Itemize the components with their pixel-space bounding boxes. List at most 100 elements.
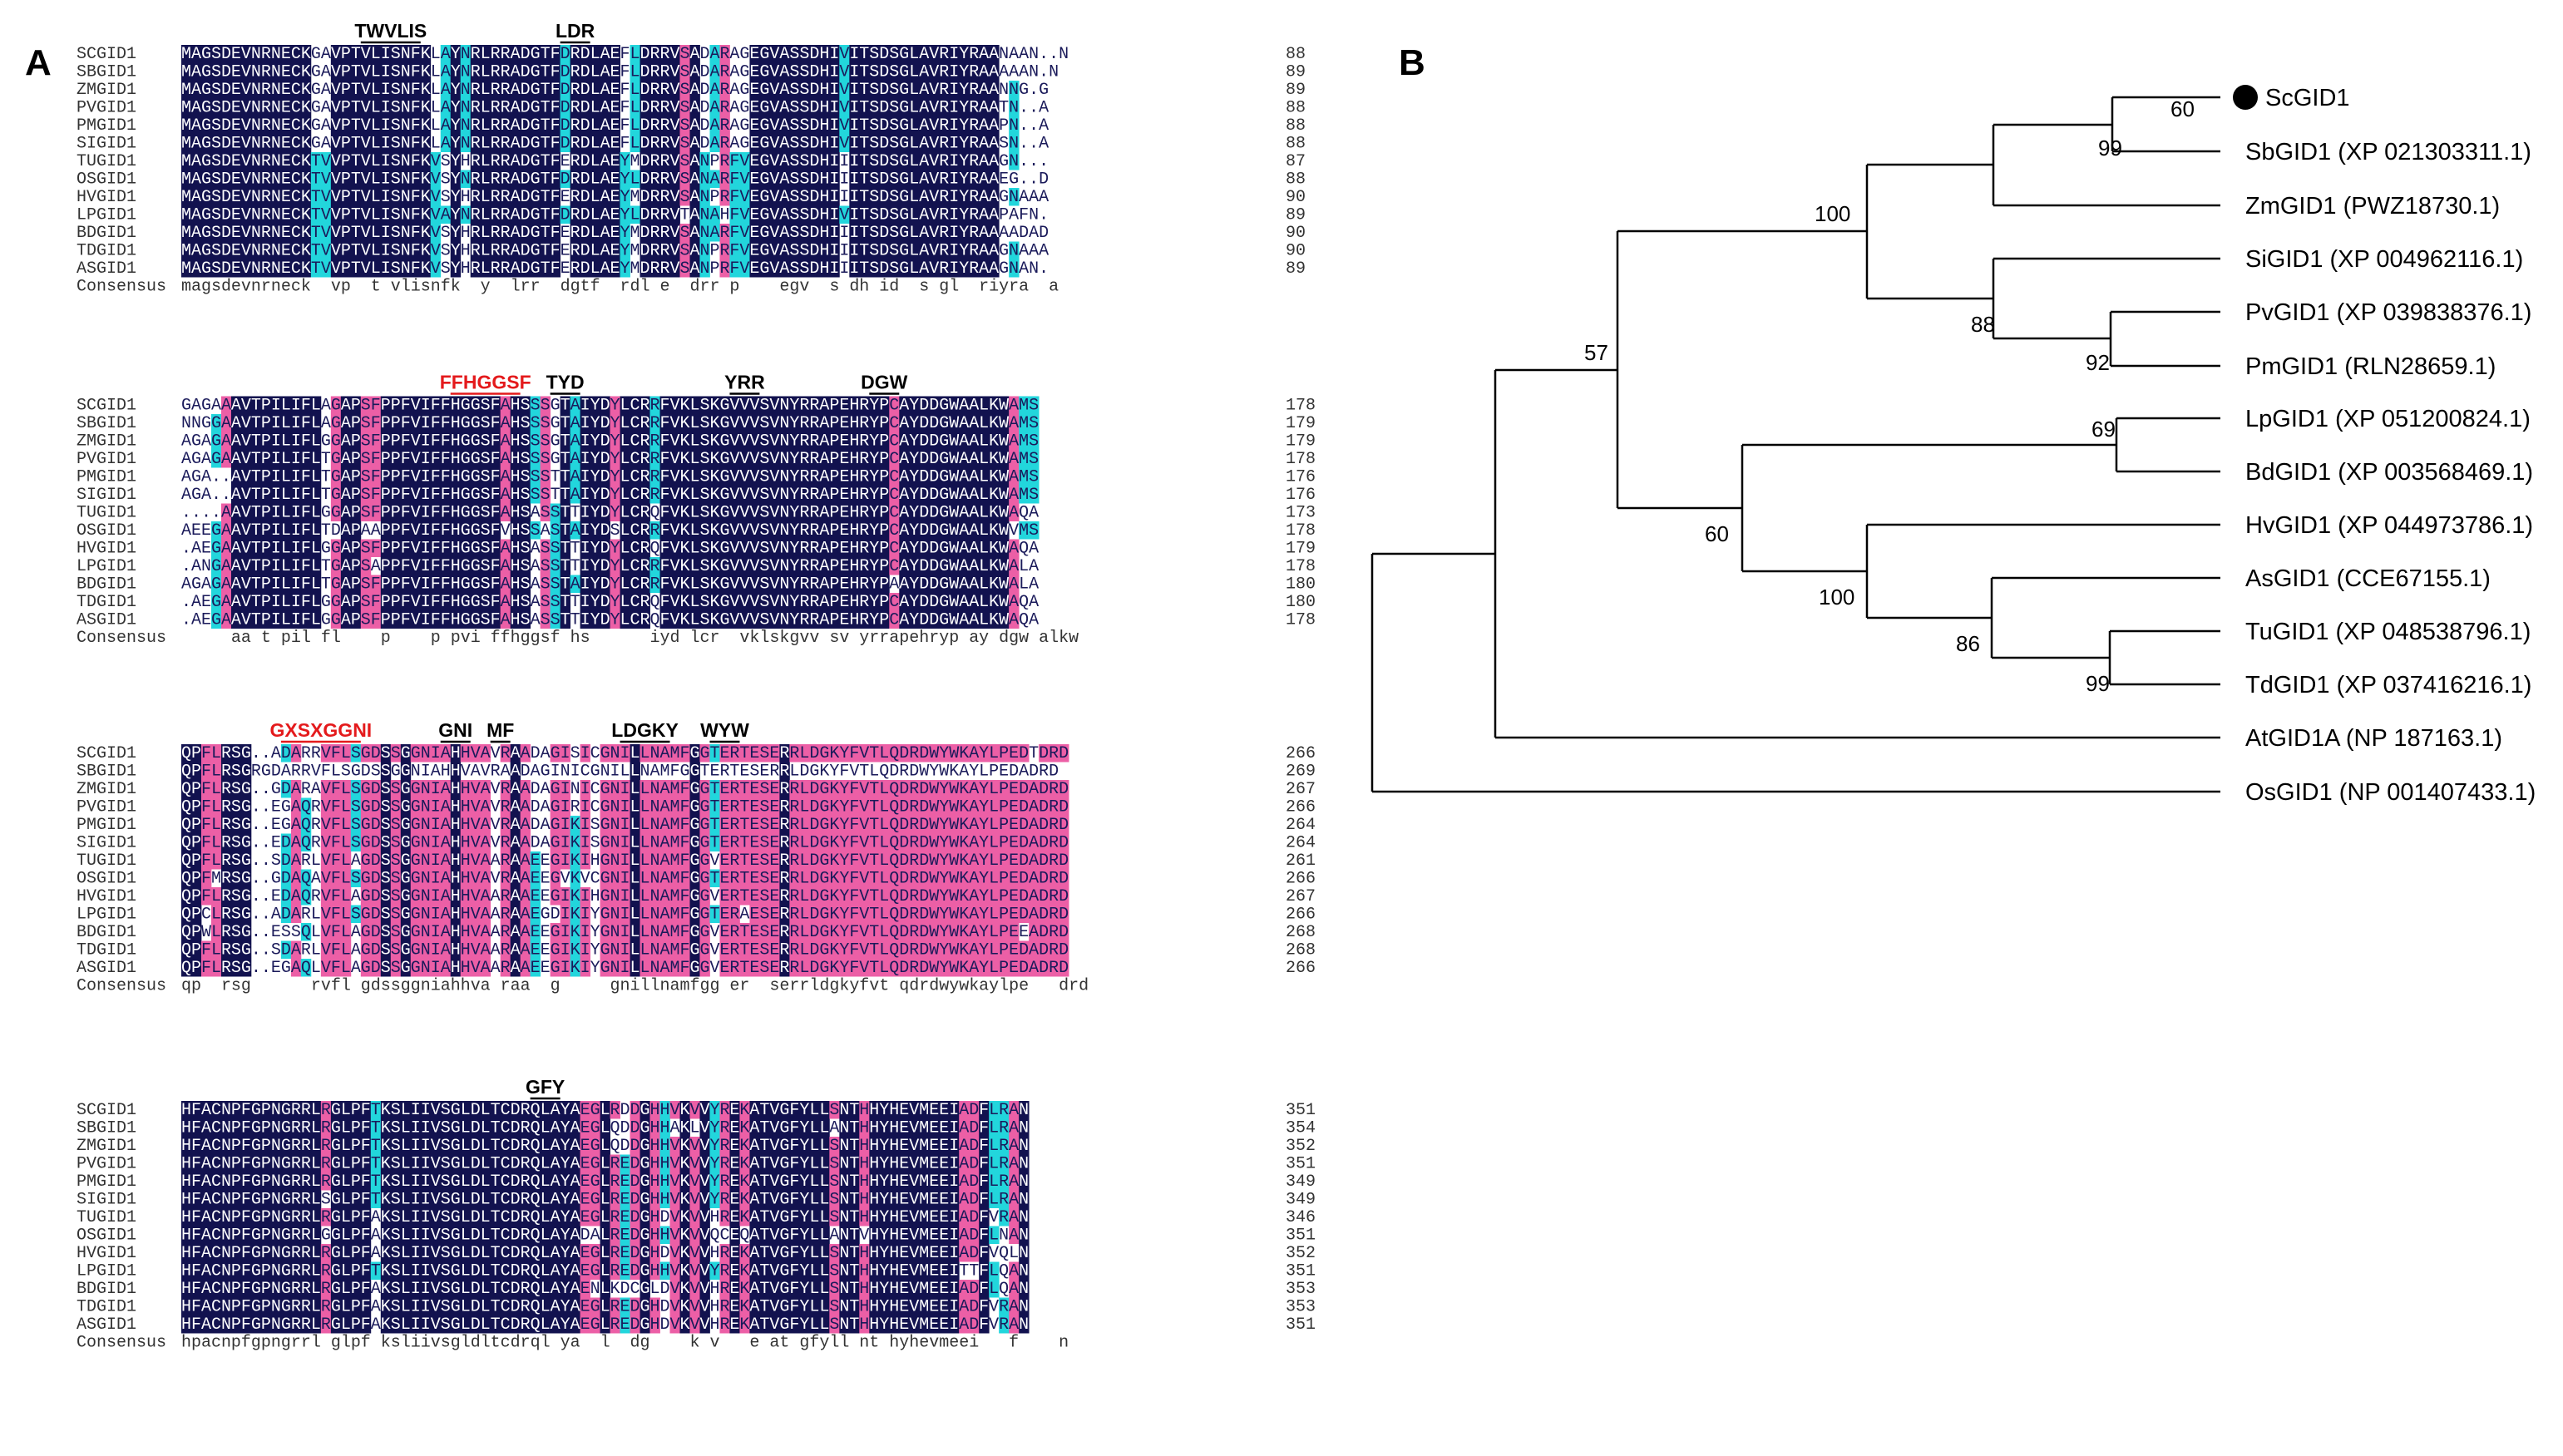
residue: Y bbox=[909, 397, 919, 416]
residue: K bbox=[301, 259, 311, 279]
residue: S bbox=[699, 611, 709, 630]
residue: R bbox=[570, 152, 580, 171]
residue: E bbox=[231, 206, 241, 225]
residue: T bbox=[321, 575, 331, 595]
residue: D bbox=[361, 763, 371, 782]
residue: T bbox=[541, 152, 551, 171]
residue: P bbox=[351, 504, 361, 523]
residue: F bbox=[491, 486, 501, 505]
residue: G bbox=[201, 224, 211, 243]
residue: D bbox=[699, 99, 709, 118]
residue: I bbox=[271, 504, 281, 523]
residue: . bbox=[221, 486, 231, 505]
residue: F bbox=[729, 152, 739, 171]
residue: A bbox=[1009, 206, 1019, 225]
residue: W bbox=[949, 504, 959, 523]
consensus-residue: g bbox=[1009, 629, 1019, 648]
residue: V bbox=[241, 468, 251, 487]
residue: G bbox=[899, 99, 909, 118]
residue: L bbox=[281, 557, 291, 576]
residue: E bbox=[610, 170, 620, 190]
residue: H bbox=[451, 432, 461, 452]
residue: L bbox=[640, 744, 650, 763]
residue: R bbox=[261, 242, 271, 261]
residue: P bbox=[391, 504, 401, 523]
residue: G bbox=[600, 780, 610, 799]
residue: V bbox=[241, 397, 251, 416]
residue: A bbox=[919, 188, 929, 207]
residue: S bbox=[521, 414, 531, 433]
sequence-name: ASGID1 bbox=[77, 611, 136, 630]
residue: S bbox=[551, 557, 561, 576]
residue: R bbox=[640, 450, 650, 469]
residue: F bbox=[620, 116, 630, 136]
residue: D bbox=[521, 152, 531, 171]
residue: A bbox=[321, 116, 331, 136]
residue: E bbox=[839, 486, 849, 505]
residue: D bbox=[561, 206, 570, 225]
residue: F bbox=[441, 575, 451, 595]
residue: L bbox=[909, 99, 919, 118]
residue: H bbox=[451, 468, 461, 487]
residue: Y bbox=[959, 206, 969, 225]
residue: L bbox=[481, 63, 491, 82]
residue: G bbox=[471, 575, 481, 595]
residue: A bbox=[341, 486, 351, 505]
residue: Y bbox=[451, 135, 461, 154]
residue: R bbox=[859, 540, 869, 559]
residue: G bbox=[471, 504, 481, 523]
residue: L bbox=[311, 504, 321, 523]
residue: A bbox=[531, 504, 541, 523]
residue: S bbox=[759, 575, 769, 595]
residue: S bbox=[749, 763, 759, 782]
residue: R bbox=[471, 206, 481, 225]
residue: F bbox=[491, 521, 501, 540]
residue: V bbox=[669, 521, 679, 540]
residue: V bbox=[669, 206, 679, 225]
residue: F bbox=[411, 116, 421, 136]
residue: Y bbox=[869, 432, 879, 452]
residue: V bbox=[669, 81, 679, 100]
residue: L bbox=[590, 188, 600, 207]
residue: E bbox=[231, 259, 241, 279]
residue: F bbox=[431, 540, 441, 559]
residue: R bbox=[719, 242, 729, 261]
residue: E bbox=[769, 744, 779, 763]
residue: R bbox=[969, 170, 979, 190]
residue: V bbox=[729, 504, 739, 523]
residue: V bbox=[501, 521, 511, 540]
residue: H bbox=[719, 206, 729, 225]
residue: F bbox=[401, 504, 411, 523]
residue: N bbox=[271, 206, 281, 225]
residue: L bbox=[481, 135, 491, 154]
residue: V bbox=[241, 414, 251, 433]
residue: I bbox=[421, 450, 431, 469]
residue: A bbox=[709, 224, 719, 243]
residue: F bbox=[491, 575, 501, 595]
residue: P bbox=[391, 450, 401, 469]
residue: D bbox=[600, 575, 610, 595]
residue: R bbox=[491, 116, 501, 136]
residue: A bbox=[501, 450, 511, 469]
residue: D bbox=[521, 45, 531, 64]
residue: P bbox=[709, 152, 719, 171]
residue: G bbox=[809, 763, 819, 782]
residue: E bbox=[281, 99, 291, 118]
sequence-name: TUGID1 bbox=[77, 504, 136, 523]
residue: P bbox=[351, 540, 361, 559]
residue: T bbox=[541, 224, 551, 243]
residue: C bbox=[291, 224, 301, 243]
residue: C bbox=[889, 397, 899, 416]
residue: G bbox=[939, 414, 949, 433]
residue: P bbox=[829, 593, 839, 612]
residue: Y bbox=[959, 224, 969, 243]
residue: A bbox=[779, 152, 789, 171]
residue: A bbox=[689, 224, 699, 243]
residue: V bbox=[769, 397, 779, 416]
residue: H bbox=[451, 504, 461, 523]
residue: . bbox=[1019, 99, 1029, 118]
residue: V bbox=[471, 744, 481, 763]
residue: D bbox=[899, 780, 909, 799]
residue: N bbox=[610, 798, 620, 817]
residue: D bbox=[521, 763, 531, 782]
